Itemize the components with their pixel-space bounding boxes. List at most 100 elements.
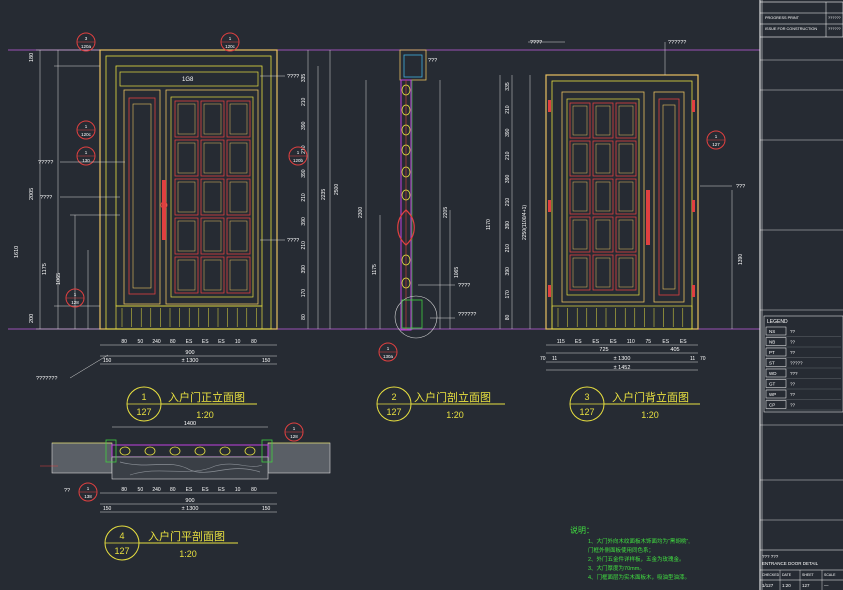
plan-bottom-total: ± 1300 bbox=[182, 506, 199, 512]
callout-number: 1 bbox=[387, 346, 390, 351]
dim-label: 80 bbox=[251, 487, 257, 493]
plan-fixing bbox=[219, 446, 231, 456]
door-panel bbox=[569, 102, 591, 139]
leader-text-9: ???? bbox=[458, 283, 470, 289]
view-3-number: 3 bbox=[584, 392, 589, 402]
back-bottom-side-1: 70 bbox=[540, 356, 546, 362]
legend-code: NB bbox=[769, 340, 775, 345]
dim-label: 80 bbox=[170, 487, 176, 493]
door-panel-inner bbox=[572, 143, 588, 174]
plan-bottom-mid: 900 bbox=[185, 498, 194, 504]
door-panel-inner bbox=[595, 181, 611, 212]
plan-bottom-side-left: 150 bbox=[103, 506, 112, 512]
section-dims bbox=[365, 80, 451, 329]
legend-code-box bbox=[765, 326, 787, 336]
door-panel-inner bbox=[177, 259, 196, 291]
door-panel bbox=[615, 178, 637, 215]
door-panel-inner bbox=[203, 220, 222, 252]
view-1-scale: 1:20 bbox=[196, 410, 214, 420]
dim-label: 210 bbox=[505, 198, 511, 207]
dim-label: 75 bbox=[645, 339, 651, 345]
detail-callout: 1 128 bbox=[65, 288, 85, 308]
callout-sheet: 130 bbox=[82, 158, 90, 163]
plan-fixings bbox=[119, 446, 256, 456]
back-bottom-full: ± 1452 bbox=[614, 365, 631, 371]
callout-sheet: 128 bbox=[71, 300, 79, 305]
leader-text-1: ???? bbox=[287, 74, 299, 80]
back-bottom-side-3: 11 bbox=[690, 356, 695, 362]
tb-row-2: ISSUE FOR CONSTRUCTION bbox=[765, 27, 817, 31]
door-panel-inner bbox=[229, 259, 248, 291]
view-4-number: 4 bbox=[119, 531, 124, 541]
door-panel-inner bbox=[177, 103, 196, 135]
leader-text-10: ??? bbox=[428, 58, 437, 64]
legend-code-box bbox=[765, 400, 787, 409]
section-connector bbox=[401, 166, 411, 178]
dim-label: ES bbox=[592, 339, 599, 345]
back-bottom-side-4: 70 bbox=[700, 356, 706, 362]
callout-number: 1 bbox=[74, 292, 77, 297]
callout-number: 1 bbox=[229, 36, 232, 41]
tb-footer-value: 1:20 bbox=[782, 583, 791, 588]
leader-lines bbox=[60, 41, 732, 379]
view-3-sheet: 127 bbox=[579, 407, 594, 417]
dim-label: 390 bbox=[301, 121, 307, 130]
dim-label: 80 bbox=[121, 339, 127, 345]
legend-code-box bbox=[765, 358, 787, 367]
dim-label: 335 bbox=[505, 82, 511, 91]
section-connector bbox=[401, 124, 411, 136]
section-left-dim-2: 1175 bbox=[372, 264, 378, 275]
dim-label: ES bbox=[575, 339, 582, 345]
dim-label: 80 bbox=[121, 487, 127, 493]
door-panel bbox=[200, 100, 225, 138]
view-title-3: 3 127 入户门背立面图 1:20 bbox=[569, 386, 700, 422]
door-panel bbox=[592, 102, 614, 139]
front-left-dims bbox=[36, 49, 120, 330]
back-elevation bbox=[545, 74, 699, 330]
door-panel bbox=[615, 216, 637, 253]
dim-label: 80 bbox=[170, 339, 176, 345]
dim-label: ES bbox=[202, 487, 209, 493]
section-connector bbox=[401, 189, 411, 201]
legend-code: NS bbox=[769, 329, 775, 334]
view-3-scale: 1:20 bbox=[641, 410, 659, 420]
door-panel bbox=[226, 217, 251, 255]
door-panel-inner bbox=[618, 257, 634, 288]
leader-text-7: ??? bbox=[736, 184, 745, 190]
legend-title: LEGEND bbox=[767, 319, 788, 325]
door-panel bbox=[569, 178, 591, 215]
tb-row-1-right: ?????? bbox=[828, 16, 841, 20]
dim-label: ES bbox=[186, 339, 193, 345]
dim-label: 390 bbox=[505, 128, 511, 137]
view-4-title: 入户门平剖面图 bbox=[148, 529, 225, 543]
legend-code: PT bbox=[769, 350, 775, 355]
front-bottom-mid: 900 bbox=[185, 350, 194, 356]
door-panel bbox=[592, 178, 614, 215]
front-left-dim-2: 2005 bbox=[29, 188, 35, 200]
front-bottom-total: ± 1300 bbox=[182, 358, 199, 364]
front-right-dims bbox=[307, 50, 331, 329]
dim-label: 240 bbox=[152, 339, 161, 345]
back-plinth-slats bbox=[557, 308, 684, 327]
back-left-dims bbox=[499, 75, 531, 329]
plan-bottom-dims bbox=[100, 492, 277, 513]
front-right-overall-1: 2235 bbox=[321, 189, 327, 200]
callout-sheet: 120b bbox=[293, 158, 304, 163]
view-1-number: 1 bbox=[141, 392, 146, 402]
door-panel-inner bbox=[229, 142, 248, 174]
dim-label: 390 bbox=[505, 267, 511, 276]
leader-text-8: ?????? bbox=[458, 312, 476, 318]
leader-text-5: ???? bbox=[530, 40, 542, 46]
dim-label: 50 bbox=[138, 339, 144, 345]
view-4-sheet: 127 bbox=[114, 546, 129, 556]
legend-code: WD bbox=[769, 371, 777, 376]
section-connector bbox=[401, 277, 411, 289]
legend-text: ?? bbox=[790, 382, 796, 387]
dim-label: 335 bbox=[301, 74, 307, 83]
door-panel-inner bbox=[203, 259, 222, 291]
callout-sheet: 120a bbox=[81, 44, 92, 49]
legend-text: ?? bbox=[790, 392, 796, 397]
